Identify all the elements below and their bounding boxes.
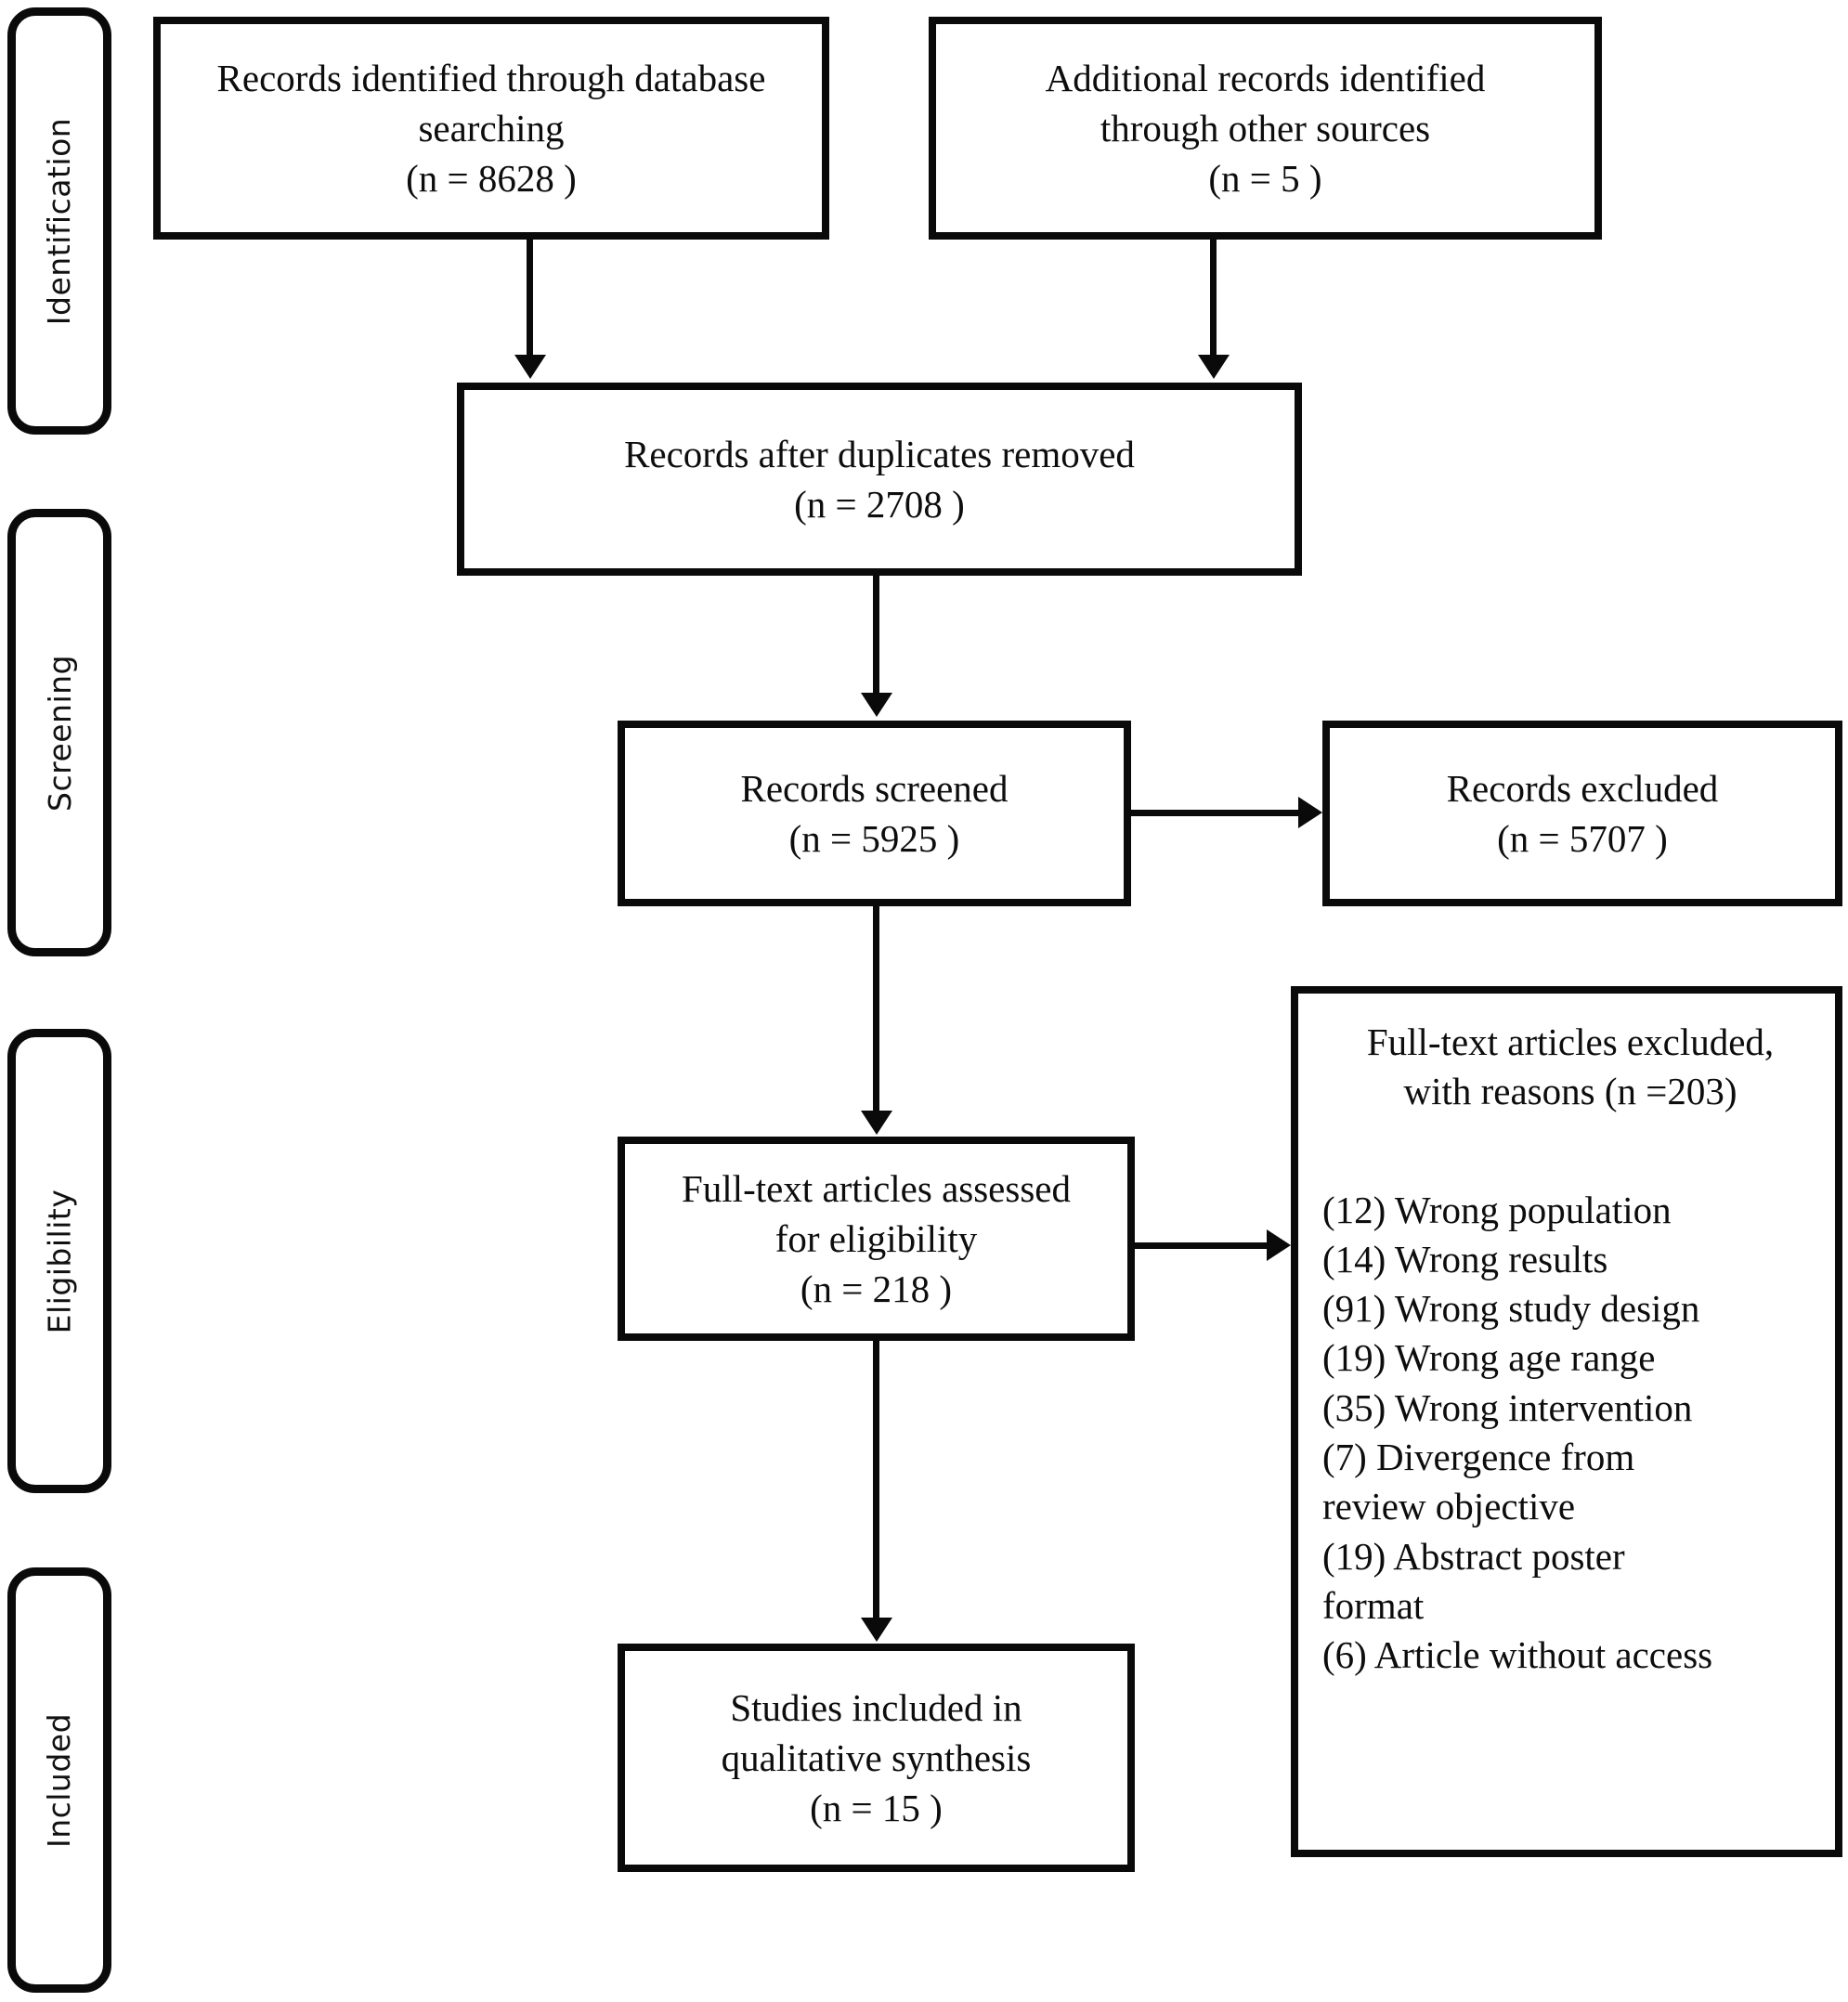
list-item: (35) Wrong intervention bbox=[1322, 1385, 1693, 1429]
box-after-duplicates-line-1: Records after duplicates removed bbox=[624, 432, 1135, 475]
box-fulltext-assessed-line-2: for eligibility bbox=[774, 1216, 978, 1260]
box-other-records: Additional records identified through ot… bbox=[929, 17, 1602, 240]
box-records-screened-count: (n = 5925 ) bbox=[788, 817, 960, 860]
box-after-duplicates: Records after duplicates removed (n = 27… bbox=[457, 383, 1302, 576]
box-records-excluded-count: (n = 5707 ) bbox=[1497, 817, 1668, 860]
stage-label-identification: Identification bbox=[41, 117, 78, 325]
connector-database-to-duplicates bbox=[527, 240, 533, 357]
arrowhead-fulltext-to-included bbox=[861, 1618, 892, 1642]
box-fulltext-excluded-reasons: Full-text articles excluded, with reason… bbox=[1291, 986, 1842, 1857]
list-item: (6) Article without access bbox=[1322, 1633, 1713, 1677]
stage-label-eligibility: Eligibility bbox=[41, 1189, 78, 1333]
box-records-excluded-line-1: Records excluded bbox=[1446, 766, 1719, 810]
list-item: (12) Wrong population bbox=[1322, 1188, 1672, 1231]
stage-label-included: Included bbox=[41, 1712, 78, 1848]
connector-fulltext-to-included bbox=[873, 1341, 879, 1619]
box-studies-included: Studies included in qualitative synthesi… bbox=[618, 1644, 1135, 1872]
stage-pill-included: Included bbox=[7, 1567, 111, 1993]
box-database-records: Records identified through database sear… bbox=[153, 17, 829, 240]
list-item: (19) Wrong age range bbox=[1322, 1336, 1656, 1380]
stage-label-screening: Screening bbox=[41, 654, 78, 812]
arrowhead-duplicates-to-screened bbox=[861, 693, 892, 717]
connector-fulltext-to-reasons bbox=[1135, 1242, 1272, 1249]
box-other-records-line-2: through other sources bbox=[1100, 106, 1431, 150]
list-item: format bbox=[1322, 1583, 1425, 1627]
box-after-duplicates-count: (n = 2708 ) bbox=[794, 483, 965, 526]
box-fulltext-assessed-line-1: Full-text articles assessed bbox=[681, 1166, 1071, 1210]
box-other-records-count: (n = 5 ) bbox=[1208, 157, 1322, 201]
box-fulltext-assessed: Full-text articles assessed for eligibil… bbox=[618, 1137, 1135, 1341]
box-records-excluded: Records excluded (n = 5707 ) bbox=[1322, 721, 1842, 906]
box-other-records-line-1: Additional records identified bbox=[1045, 56, 1486, 99]
box-studies-included-line-1: Studies included in bbox=[730, 1685, 1022, 1729]
list-item: review objective bbox=[1322, 1485, 1576, 1528]
list-item: (7) Divergence from bbox=[1322, 1436, 1635, 1479]
stage-pill-screening: Screening bbox=[7, 509, 111, 956]
box-fulltext-assessed-count: (n = 218 ) bbox=[800, 1268, 953, 1311]
arrowhead-other-to-duplicates bbox=[1198, 355, 1230, 379]
arrowhead-screened-to-excluded bbox=[1298, 797, 1322, 828]
connector-other-to-duplicates bbox=[1210, 240, 1217, 357]
box-studies-included-line-2: qualitative synthesis bbox=[721, 1736, 1032, 1779]
arrowhead-database-to-duplicates bbox=[514, 355, 546, 379]
fulltext-excluded-heading-line-2: with reasons (n =203) bbox=[1403, 1070, 1737, 1113]
arrowhead-screened-to-fulltext bbox=[861, 1111, 892, 1135]
box-database-records-line-2: searching bbox=[418, 106, 565, 150]
list-item: (19) Abstract poster bbox=[1322, 1534, 1625, 1578]
box-database-records-count: (n = 8628 ) bbox=[406, 157, 577, 201]
connector-screened-to-fulltext bbox=[873, 906, 879, 1112]
connector-duplicates-to-screened bbox=[873, 576, 879, 695]
box-records-screened: Records screened (n = 5925 ) bbox=[618, 721, 1131, 906]
list-item: (14) Wrong results bbox=[1322, 1237, 1608, 1280]
fulltext-excluded-heading: Full-text articles excluded, with reason… bbox=[1322, 1018, 1818, 1117]
stage-pill-identification: Identification bbox=[7, 7, 111, 435]
list-item: (91) Wrong study design bbox=[1322, 1287, 1700, 1331]
stage-pill-eligibility: Eligibility bbox=[7, 1029, 111, 1493]
box-records-screened-line-1: Records screened bbox=[740, 766, 1009, 810]
fulltext-excluded-heading-line-1: Full-text articles excluded, bbox=[1366, 1020, 1775, 1063]
arrowhead-fulltext-to-reasons bbox=[1267, 1229, 1291, 1261]
box-studies-included-count: (n = 15 ) bbox=[810, 1787, 943, 1830]
fulltext-excluded-reason-list: (12) Wrong population (14) Wrong results… bbox=[1322, 1186, 1818, 1681]
box-database-records-line-1: Records identified through database bbox=[216, 56, 766, 99]
connector-screened-to-excluded bbox=[1131, 810, 1304, 816]
